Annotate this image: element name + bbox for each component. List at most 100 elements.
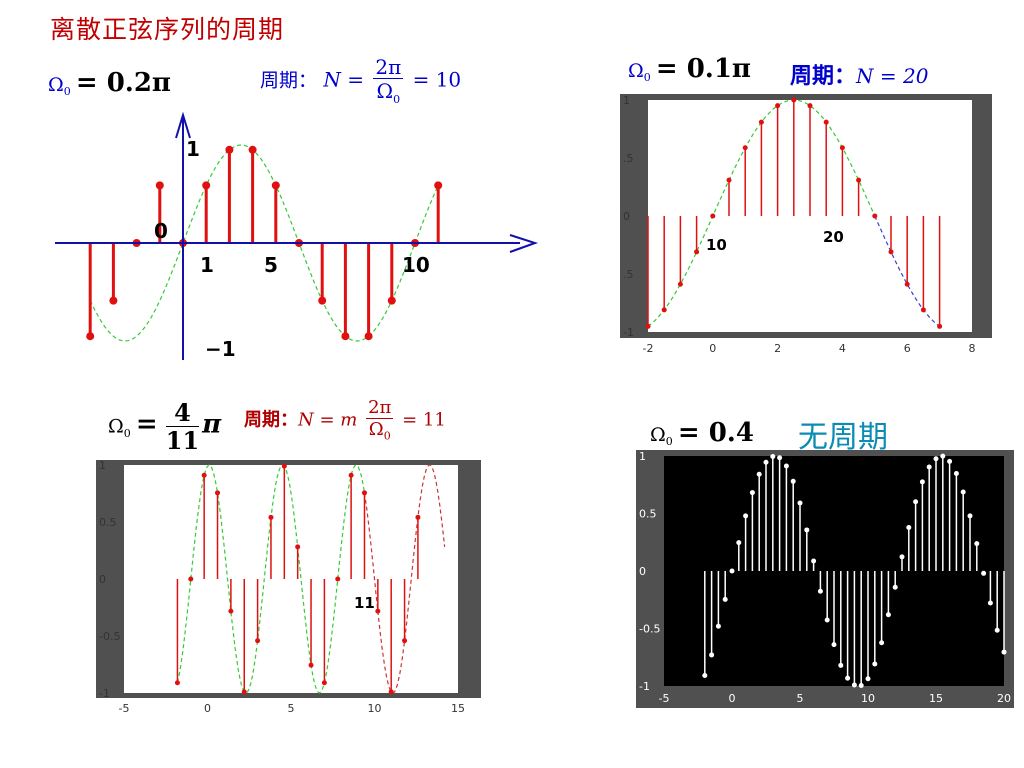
p4-point [729, 568, 735, 574]
p2-label-20: 20 [823, 228, 844, 246]
p4-point [811, 558, 817, 564]
p3-point [215, 490, 221, 496]
p4-point [987, 600, 993, 606]
p3-xtick: -5 [119, 702, 130, 715]
p4-point [783, 463, 789, 469]
p3-point [335, 576, 341, 582]
p4-xtick: 15 [929, 692, 943, 705]
p4-point [919, 479, 925, 485]
p3-point [402, 638, 408, 644]
p1-point [318, 296, 327, 305]
p2-omega-label: Ω0 = 0.1π [628, 54, 751, 85]
p3-point [174, 680, 180, 686]
p4-point [722, 596, 728, 602]
p4-point [838, 662, 844, 668]
p2-point [823, 119, 829, 125]
p4-point [953, 470, 959, 476]
p4-point [777, 455, 783, 461]
p4-ytick: -1 [639, 680, 650, 693]
p2-point [856, 177, 862, 183]
p3-point [295, 544, 301, 550]
p1-label-0: 0 [154, 219, 168, 243]
p4-point [715, 623, 721, 629]
p2-point [661, 307, 667, 313]
p3-point [361, 490, 367, 496]
p4-xtick: 20 [997, 692, 1011, 705]
p4-point [790, 478, 796, 484]
p3-point [188, 576, 194, 582]
p3-point [281, 463, 287, 469]
p3-point [321, 680, 327, 686]
p4-point [831, 642, 837, 648]
p4-point [913, 499, 919, 505]
p3-point [388, 689, 394, 695]
p4-point [906, 525, 912, 531]
p4-point [709, 652, 715, 658]
p4-point [702, 673, 708, 679]
p4-point [865, 676, 871, 682]
p4-point [749, 490, 755, 496]
p1-envelope [89, 144, 439, 342]
p3-point [255, 638, 261, 644]
p3-ytick: -1 [99, 687, 110, 700]
p2-point [645, 323, 651, 329]
p4-point [797, 500, 803, 506]
p3-point [415, 514, 421, 520]
p2-point [872, 213, 878, 219]
p1-point [202, 181, 211, 190]
p4-xtick: 5 [797, 692, 804, 705]
p1-label-5: 5 [264, 253, 278, 277]
p1-point [387, 296, 396, 305]
p2-xtick: 2 [774, 342, 781, 355]
p4-point [743, 513, 749, 519]
p4-point [892, 584, 898, 590]
p1-label-minus1: −1 [205, 337, 236, 361]
p2-xtick: 0 [709, 342, 716, 355]
p4-point [933, 456, 939, 462]
p2-xtick: 6 [904, 342, 911, 355]
p2-xtick: -2 [643, 342, 654, 355]
p3-ytick: -0.5 [99, 630, 120, 643]
p4-point [756, 471, 762, 477]
p2-ytick: -1 [623, 326, 634, 339]
p2-period-formula: 周期：N = 20 [790, 64, 929, 89]
p1-omega-label: Ω0 = 0.2π [48, 68, 171, 99]
p3-point [268, 514, 274, 520]
p3-xtick: 5 [288, 702, 295, 715]
p2-point [726, 177, 732, 183]
p3-tick-strip [96, 698, 481, 718]
p2-point [807, 103, 813, 109]
p4-point [851, 682, 857, 688]
p1-point [109, 296, 118, 305]
p1-point [271, 181, 280, 190]
p1-point [364, 332, 373, 341]
p3-plot-area [124, 465, 458, 693]
p3-point [375, 608, 381, 614]
p4-point [899, 554, 905, 560]
p1-point [225, 145, 234, 154]
p3-ytick: 1 [99, 460, 106, 472]
p3-point [348, 472, 354, 478]
p2-ytick: .5 [623, 268, 634, 281]
p1-point [155, 181, 164, 190]
p2-point [839, 145, 845, 151]
p1-point [341, 332, 350, 341]
p3-xtick: 15 [451, 702, 465, 715]
p3-point [228, 608, 234, 614]
p4-point [763, 459, 769, 465]
p4-point [947, 458, 953, 464]
p1-stems [86, 145, 443, 341]
p3-ytick: 0.5 [99, 516, 117, 529]
p4-xtick: 0 [729, 692, 736, 705]
p2-xtick: 4 [839, 342, 846, 355]
p2-point [758, 119, 764, 125]
p4-point [872, 661, 878, 667]
p1-label-1: 1 [200, 253, 214, 277]
p1-y-arrow [175, 111, 191, 139]
p2-stems [645, 97, 943, 329]
p4-point [1001, 649, 1007, 655]
p2-point [710, 213, 716, 219]
